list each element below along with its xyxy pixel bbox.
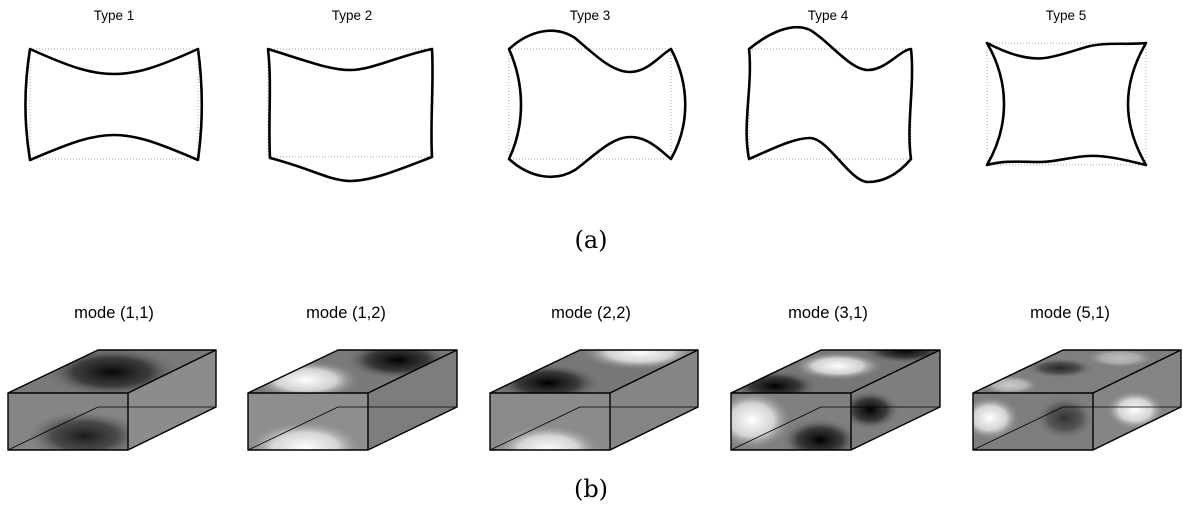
type-1-outline bbox=[24, 47, 204, 162]
side-face bbox=[128, 350, 216, 450]
type-2-outline bbox=[266, 47, 434, 183]
mode-1-1-box: mode (1,1) bbox=[7, 304, 217, 451]
type-5-title: Type 5 bbox=[1046, 8, 1087, 23]
type-1-reference-rect bbox=[29, 48, 199, 160]
mode-1-1-title: mode (1,1) bbox=[74, 304, 154, 322]
panel-a: Type 1 Type 2 Type 3 Type 4 Type 5 bbox=[24, 8, 1148, 184]
type-4-reference-rect bbox=[748, 48, 912, 160]
type-5-shape: Type 5 bbox=[985, 8, 1148, 167]
mode-1-2-title: mode (1,2) bbox=[306, 304, 386, 322]
type-3-outline bbox=[507, 29, 687, 179]
type-4-title: Type 4 bbox=[808, 8, 849, 23]
mode-3-1-box: mode (3,1) bbox=[730, 304, 941, 451]
mode-2-2-box: mode (2,2) bbox=[489, 304, 699, 451]
panel-a-caption: (a) bbox=[574, 226, 607, 254]
panel-b-caption: (b) bbox=[574, 475, 608, 503]
type-3-title: Type 3 bbox=[570, 8, 611, 23]
type-2-reference-rect bbox=[267, 48, 433, 158]
type-4-shape: Type 4 bbox=[745, 8, 914, 184]
mode-5-1-title: mode (5,1) bbox=[1030, 304, 1110, 322]
mode-2-2-title: mode (2,2) bbox=[551, 304, 631, 322]
type-3-reference-rect bbox=[508, 48, 672, 160]
type-3-shape: Type 3 bbox=[507, 8, 687, 179]
side-face bbox=[610, 350, 698, 450]
mode-3-1-title: mode (3,1) bbox=[788, 304, 868, 322]
type-4-outline bbox=[745, 25, 914, 184]
mode-1-2-box: mode (1,2) bbox=[247, 304, 458, 451]
type-5-outline bbox=[985, 41, 1148, 167]
panel-b: mode (1,1) mode (1,2) mode (2,2) bbox=[7, 304, 1182, 451]
type-1-shape: Type 1 bbox=[24, 8, 204, 162]
side-face bbox=[368, 350, 457, 450]
type-2-shape: Type 2 bbox=[266, 8, 434, 183]
type-5-reference-rect bbox=[986, 42, 1147, 166]
mode-5-1-box: mode (5,1) bbox=[972, 304, 1182, 451]
type-2-title: Type 2 bbox=[332, 8, 373, 23]
type-1-title: Type 1 bbox=[94, 8, 135, 23]
